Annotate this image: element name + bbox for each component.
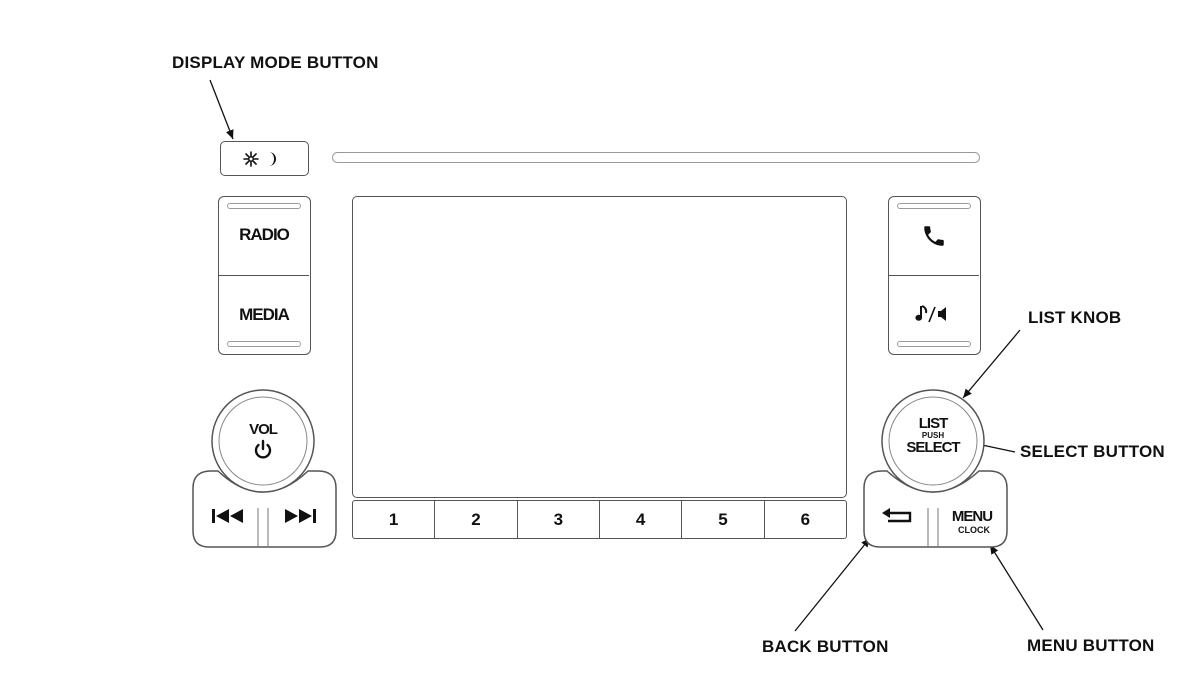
menu-button-leader-line xyxy=(989,544,1044,631)
touchscreen-display[interactable] xyxy=(352,196,847,498)
display-mode-callout: DISPLAY MODE BUTTON xyxy=(172,53,379,72)
list-knob-label: LIST xyxy=(918,415,949,432)
list-knob-leader-line xyxy=(962,329,1021,399)
skip-back-icon[interactable] xyxy=(210,507,246,525)
preset-button-2[interactable]: 2 xyxy=(435,501,518,538)
menu-button[interactable]: MENU xyxy=(951,508,993,525)
menu-button-callout: MENU BUTTON xyxy=(1027,636,1155,655)
phone-icon xyxy=(924,226,944,246)
audio-button[interactable] xyxy=(889,299,979,329)
disc-slot xyxy=(332,152,980,163)
back-menu-rocker-outline[interactable] xyxy=(863,470,1008,548)
skip-rocker-outline[interactable] xyxy=(192,470,337,548)
radio-button[interactable]: RADIO xyxy=(239,225,290,244)
volume-knob-label: VOL xyxy=(249,421,278,438)
sun-moon-icon xyxy=(242,150,276,167)
phone-audio-button-group xyxy=(888,196,981,355)
source-button-group: RADIO MEDIA xyxy=(218,196,311,355)
select-button[interactable]: SELECT xyxy=(906,439,960,456)
phone-button[interactable] xyxy=(889,221,979,251)
back-arrow-icon[interactable] xyxy=(880,505,916,525)
preset-buttons: 1 2 3 4 5 6 xyxy=(352,500,847,539)
preset-button-1[interactable]: 1 xyxy=(353,501,436,538)
skip-forward-icon[interactable] xyxy=(282,507,318,525)
preset-button-3[interactable]: 3 xyxy=(518,501,600,538)
music-speaker-icon xyxy=(915,305,946,323)
preset-button-4[interactable]: 4 xyxy=(600,501,683,538)
media-button[interactable]: MEDIA xyxy=(239,305,290,324)
back-button-callout: BACK BUTTON xyxy=(762,637,889,656)
display-mode-leader-line xyxy=(209,79,234,140)
display-mode-button[interactable] xyxy=(220,141,309,176)
select-button-callout: SELECT BUTTON xyxy=(1020,442,1165,461)
list-knob-callout: LIST KNOB xyxy=(1028,308,1122,327)
preset-button-6[interactable]: 6 xyxy=(800,509,811,529)
preset-button-5[interactable]: 5 xyxy=(682,501,765,538)
back-button-leader-line xyxy=(794,537,871,632)
list-knob-outer[interactable] xyxy=(881,389,985,493)
clock-label: CLOCK xyxy=(958,525,990,535)
power-icon[interactable] xyxy=(252,439,274,461)
knob-push-label: PUSH xyxy=(921,431,945,440)
